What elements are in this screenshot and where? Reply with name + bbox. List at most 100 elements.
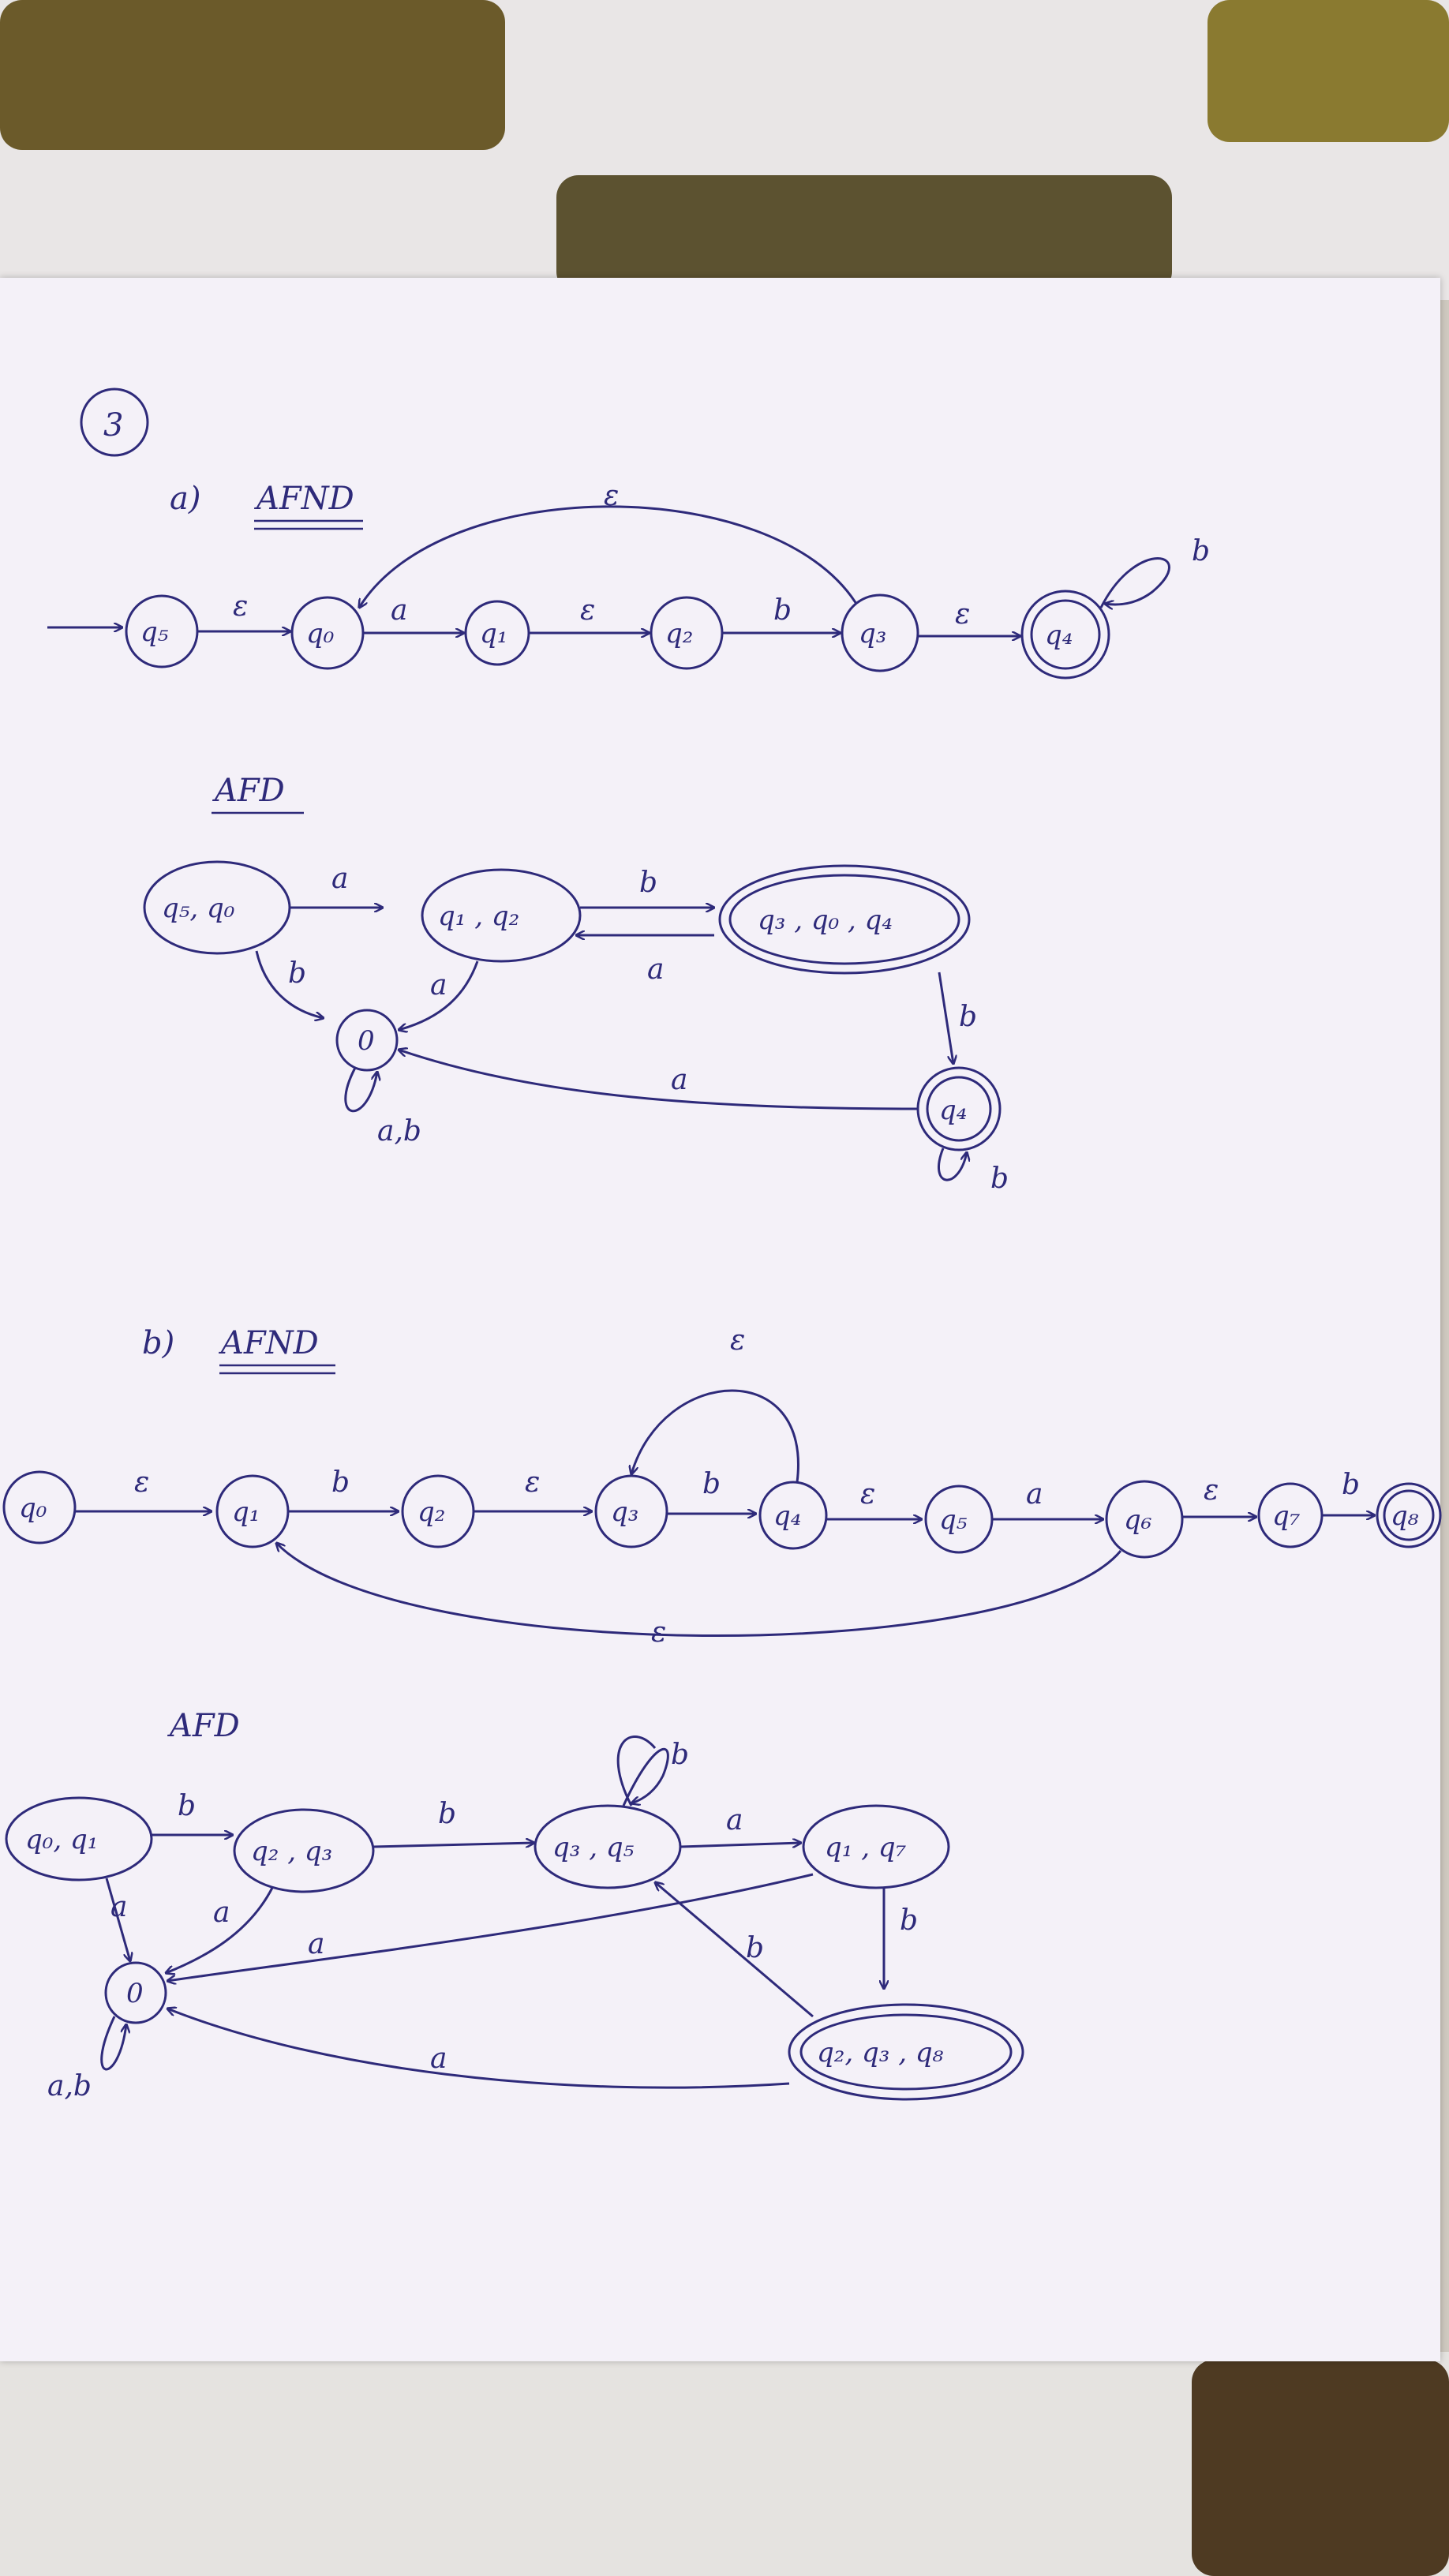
part-b-dfa-title: AFD xyxy=(167,1708,240,1744)
dfa-a-edge-q5q0-q1q2-label: a xyxy=(331,863,348,895)
nfa-b-state-q1: q₁ xyxy=(215,1474,290,1548)
nfa-b-edge-q6-q1 xyxy=(276,1543,1122,1638)
svg-text:q₅, q₀: q₅, q₀ xyxy=(162,893,235,924)
dfa-a-loop-q4 xyxy=(938,1148,967,1181)
dfa-a-edge-q1q2-trap xyxy=(399,960,479,1030)
dfa-b-edge-q0q1-trap-label: a xyxy=(110,1891,127,1923)
dfa-b-edge-q3q5-q1q7 xyxy=(680,1843,801,1848)
svg-text:q₀: q₀ xyxy=(19,1492,47,1524)
nfa-b-state-q5: q₅ xyxy=(924,1485,994,1554)
coffee-bean-photo-top-left xyxy=(0,0,505,150)
svg-text:q₂: q₂ xyxy=(665,618,693,650)
svg-text:q₁ , q₂: q₁ , q₂ xyxy=(438,900,519,932)
nfa-a-edge-q1-q2-label: ε xyxy=(580,594,595,627)
dfa-b-edge-q2q3q8-q3q5 xyxy=(655,1882,814,2018)
svg-text:q₄: q₄ xyxy=(1045,620,1073,651)
svg-text:q₇: q₇ xyxy=(1272,1500,1301,1532)
svg-text:q₄: q₄ xyxy=(773,1500,801,1532)
nfa-b-edge-q6-q1-label: ε xyxy=(651,1616,666,1649)
nfa-a-loop-q4-label: b xyxy=(1192,535,1210,567)
nfa-a-state-q2: q₂ xyxy=(650,596,724,670)
dfa-a-edge-q4-trap-label: a xyxy=(671,1064,687,1096)
nfa-b-edge-q5-q6-label: a xyxy=(1026,1478,1043,1511)
nfa-a-state-q4-accept: q₄ xyxy=(1020,590,1110,680)
nfa-a-state-q1: q₁ xyxy=(464,600,530,666)
dfa-a-edge-q1q2-q3q0q4-label: b xyxy=(639,867,657,899)
svg-text:q₁ , q₇: q₁ , q₇ xyxy=(825,1832,907,1863)
nfa-b-edge-q3-q4-label: b xyxy=(702,1468,721,1500)
svg-text:q₄: q₄ xyxy=(939,1095,967,1126)
nfa-a-edge-q5-q0-label: ε xyxy=(233,590,248,623)
dfa-a-state-q4-accept: q₄ xyxy=(916,1066,1002,1151)
svg-text:q₈: q₈ xyxy=(1391,1500,1419,1532)
problem-number-circle xyxy=(80,388,149,457)
dfa-b-state-q2-q3-q8-accept: q₂, q₃ , q₈ xyxy=(788,2003,1024,2101)
svg-text:q₃: q₃ xyxy=(859,618,886,650)
dfa-b-edge-q0q1-q2q3-label: b xyxy=(178,1790,196,1822)
dfa-a-state-q5-q0: q₅, q₀ xyxy=(143,860,291,955)
dfa-b-state-trap-0: 0 xyxy=(104,1961,167,2024)
dfa-a-loop-trap xyxy=(344,1067,377,1113)
nfa-b-state-q7: q₇ xyxy=(1257,1482,1324,1548)
dfa-a-state-q1-q2: q₁ , q₂ xyxy=(421,868,582,963)
nfa-b-state-q8-accept: q₈ xyxy=(1376,1482,1442,1548)
dfa-b-loop-trap xyxy=(100,2016,126,2071)
dfa-b-edge-q2q3-trap-label: a xyxy=(213,1896,230,1929)
nfa-a-state-q3: q₃ xyxy=(841,593,919,672)
nfa-a-edge-q3-q0 xyxy=(359,505,858,608)
dfa-a-state-trap-0: 0 xyxy=(335,1009,399,1072)
nfa-b-edge-q0-q1-label: ε xyxy=(134,1466,149,1499)
svg-text:q₅: q₅ xyxy=(939,1504,968,1536)
svg-text:q₂ , q₃: q₂ , q₃ xyxy=(251,1836,332,1867)
dfa-b-edge-q3q5-q1q7-label: a xyxy=(726,1804,743,1837)
nfa-b-edge-q4-q3 xyxy=(631,1389,799,1483)
dfa-a-edge-q3q0q4-q1q2-label: a xyxy=(647,953,664,986)
nfa-a-edge-q2-q3-label: b xyxy=(773,594,792,627)
tablecloth-bottom xyxy=(0,2352,1449,2576)
dfa-a-loop-trap-label: a,b xyxy=(377,1115,421,1148)
problem-number: 3 xyxy=(103,407,123,444)
dfa-b-state-q2-q3: q₂ , q₃ xyxy=(233,1808,375,1893)
svg-text:q₃ , q₀ , q₄: q₃ , q₀ , q₄ xyxy=(758,904,893,936)
nfa-b-edge-q4-q5-label: ε xyxy=(860,1478,875,1511)
dfa-b-edge-q2q3q8-q3q5-label: b xyxy=(746,1932,764,1964)
svg-text:0: 0 xyxy=(126,1978,144,2009)
nfa-a-edge-q0-q1-label: a xyxy=(391,594,407,627)
dfa-b-edge-q0q1-trap xyxy=(105,1878,130,1961)
dfa-b-edge-q2q3-q3q5-label: b xyxy=(438,1798,456,1830)
dfa-b-edge-q1q7-trap xyxy=(167,1873,814,1981)
dfa-a-loop-q4-label: b xyxy=(990,1163,1009,1195)
part-a-label: a) xyxy=(170,481,200,517)
nfa-b-edge-q6-q7-label: ε xyxy=(1204,1474,1219,1507)
nfa-b-edge-q2-q3-label: ε xyxy=(525,1466,540,1499)
svg-text:0: 0 xyxy=(358,1025,375,1057)
dfa-b-loop-q3q5 xyxy=(622,1747,669,1807)
dfa-b-edge-q2q3q8-trap xyxy=(167,2009,790,2089)
svg-text:q₂, q₃ , q₈: q₂, q₃ , q₈ xyxy=(817,2037,944,2069)
svg-text:q₀: q₀ xyxy=(306,618,335,650)
svg-text:q₁: q₁ xyxy=(480,618,507,650)
dfa-b-loop-trap-label: a,b xyxy=(47,2070,92,2102)
nfa-b-state-q6: q₆ xyxy=(1105,1480,1184,1559)
coffee-bean-photo-bottom-right xyxy=(1192,2360,1449,2576)
svg-text:q₀, q₁: q₀, q₁ xyxy=(25,1824,98,1855)
dfa-b-edge-q1q7-trap-label: a xyxy=(308,1928,324,1960)
dfa-b-edge-q2q3q8-trap-label: a xyxy=(430,2042,447,2075)
nfa-b-edge-q7-q8-label: b xyxy=(1342,1469,1360,1501)
svg-text:q₅: q₅ xyxy=(140,616,169,648)
dfa-b-edge-q2q3-trap xyxy=(166,1887,274,1973)
dfa-a-edge-q4-trap xyxy=(399,1050,919,1110)
dfa-b-edge-q2q3-q3q5 xyxy=(373,1843,534,1848)
part-b-label: b) xyxy=(142,1325,174,1361)
dfa-a-edge-q1q2-trap-label: a xyxy=(430,969,447,1002)
svg-text:q₆: q₆ xyxy=(1124,1504,1151,1536)
dfa-a-state-q3-q0-q4-accept: q₃ , q₀ , q₄ xyxy=(718,864,971,975)
nfa-a-state-q0: q₀ xyxy=(290,596,365,670)
dfa-b-edge-q1q7-q2q3q8-label: b xyxy=(900,1904,918,1937)
dfa-a-edge-q3q0q4-q4-label: b xyxy=(959,1001,977,1033)
nfa-b-state-q2: q₂ xyxy=(401,1474,475,1548)
dfa-b-state-q1-q7: q₁ , q₇ xyxy=(802,1804,950,1889)
nfa-a-loop-q4 xyxy=(1099,557,1170,608)
coffee-bean-photo-top-right xyxy=(1208,0,1449,142)
svg-text:q₃: q₃ xyxy=(611,1496,638,1528)
